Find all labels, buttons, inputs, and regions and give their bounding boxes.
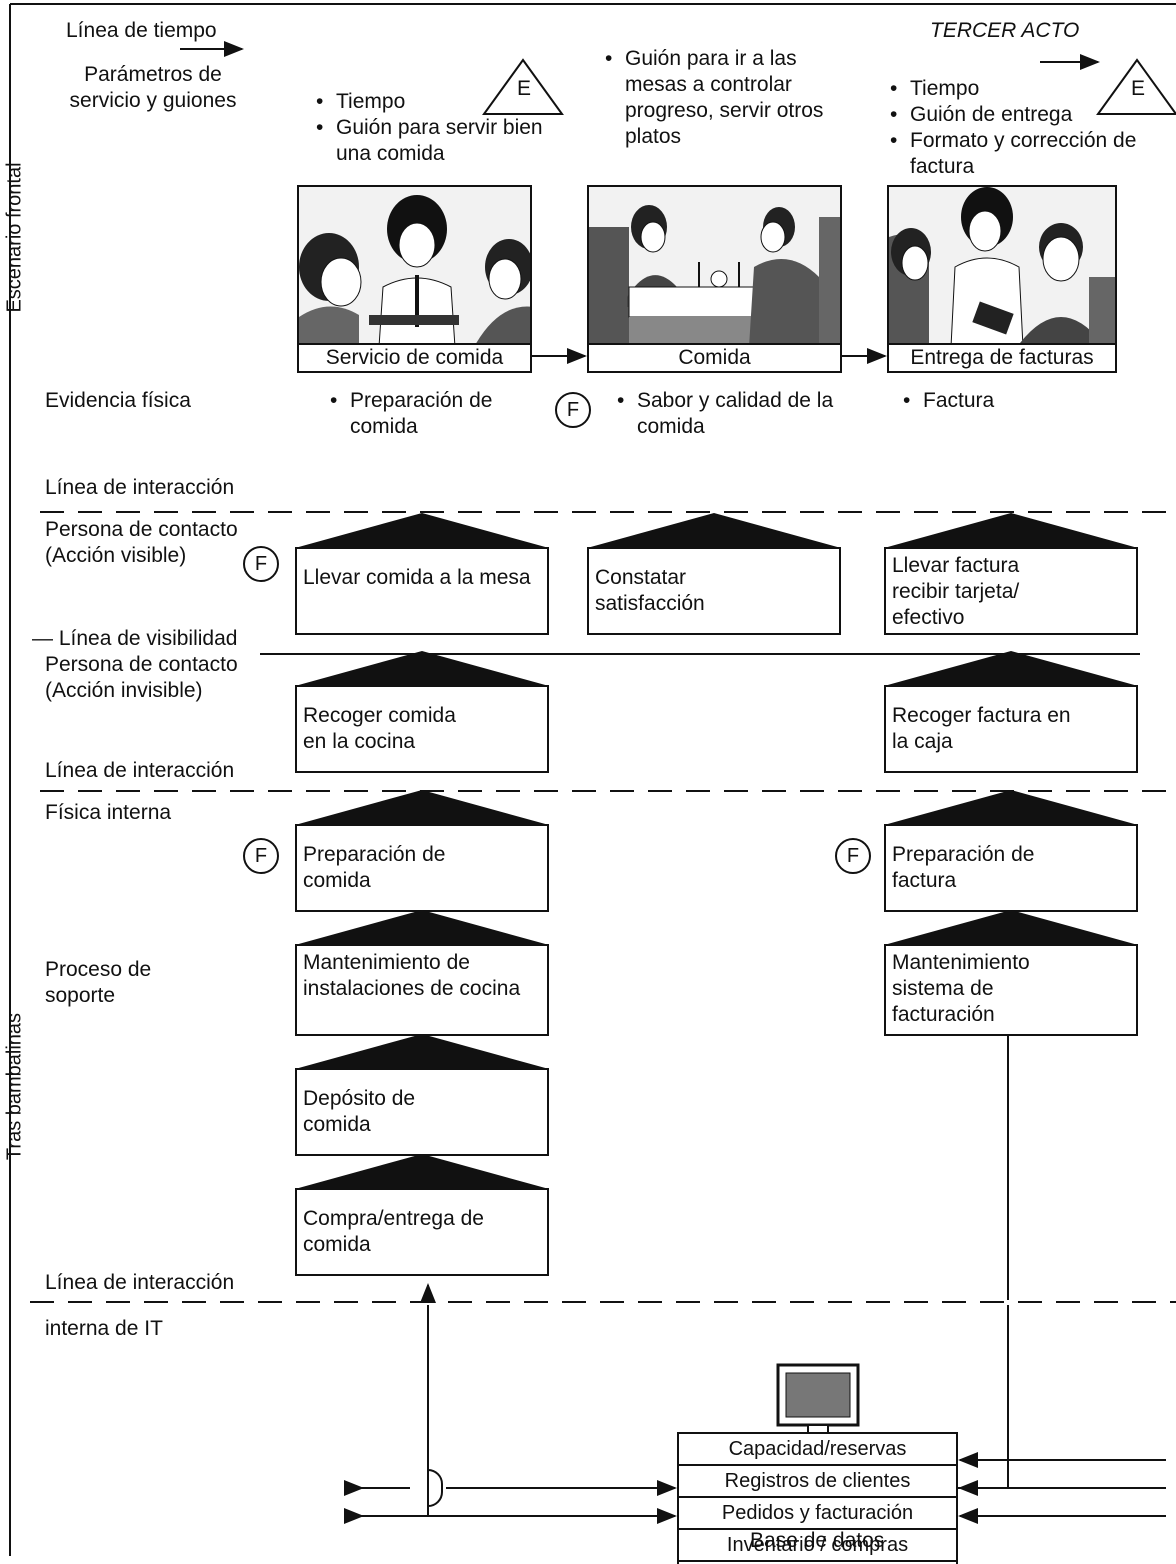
- roof-shape: [295, 790, 549, 825]
- database-row: Capacidad/reservas: [679, 1434, 956, 1466]
- it-internal-label: interna de IT: [45, 1317, 163, 1340]
- roof-shape: [295, 1154, 549, 1189]
- param-item: Tiempo: [890, 76, 1150, 102]
- interaction-line-label: Línea de interacción: [45, 1271, 235, 1294]
- box-food-storage: Depósito de comida: [295, 1068, 549, 1156]
- roof-shape: [295, 513, 549, 548]
- f-marker: F: [243, 838, 279, 874]
- database-label: Base de datos: [750, 1529, 885, 1552]
- box-billing-maintenance: Mantenimiento sistema de facturación: [884, 944, 1138, 1036]
- evidence-text: Sabor y calidad de la comida: [617, 388, 837, 440]
- database-row: Registros de clientes: [679, 1466, 956, 1498]
- f-marker: F: [835, 838, 871, 874]
- contact-invisible-label: Persona de contacto (Acción invisible): [45, 653, 238, 702]
- param-item: Guión para servir bien una comida: [316, 115, 546, 167]
- stage-meal: Comida: [587, 343, 842, 373]
- database-row: Pedidos y facturación: [679, 1498, 956, 1530]
- params-col-2: Guión para ir a las mesas a controlar pr…: [605, 46, 830, 150]
- timeline-label: Línea de tiempo: [66, 19, 217, 42]
- box-prepare-bill: Preparación de factura: [884, 824, 1138, 912]
- roof-shape: [884, 651, 1138, 686]
- params-col-3: Tiempo Guión de entrega Formato y correc…: [890, 76, 1150, 180]
- param-item: Formato y corrección de factura: [890, 128, 1150, 180]
- box-prepare-food: Preparación de comida: [295, 824, 549, 912]
- evidence-text: Preparación de comida: [330, 388, 530, 440]
- contact-visible-label: Persona de contacto (Acción visible): [45, 518, 238, 567]
- box-pickup-food: Recoger comida en la cocina: [295, 685, 549, 773]
- roof-shape: [295, 1034, 549, 1069]
- stage-billing: Entrega de facturas: [887, 343, 1117, 373]
- roof-shape: [295, 910, 549, 945]
- act-label: TERCER ACTO: [930, 19, 1080, 42]
- param-item: Guión de entrega: [890, 102, 1150, 128]
- param-item: Guión para ir a las mesas a controlar pr…: [605, 46, 830, 150]
- stage-serving: Servicio de comida: [297, 343, 532, 373]
- scene-image-serving: [297, 185, 532, 345]
- evidence-item-2: Sabor y calidad de la comida: [617, 388, 837, 440]
- internal-physical-label: Física interna: [45, 801, 172, 824]
- roof-shape: [884, 513, 1138, 548]
- box-food-purchase: Compra/entrega de comida: [295, 1188, 549, 1276]
- evidence-item-3: Factura: [903, 388, 1103, 414]
- front-stage-label: Escenario frontal: [3, 162, 26, 313]
- f-marker: F: [555, 392, 591, 428]
- roof-shape: [884, 790, 1138, 825]
- box-pickup-bill: Recoger factura en la caja: [884, 685, 1138, 773]
- interaction-line-label: Línea de interacción: [45, 759, 235, 782]
- evidence-label: Evidencia física: [45, 389, 191, 412]
- box-kitchen-maintenance: Mantenimiento de instalaciones de cocina: [295, 944, 549, 1036]
- support-process-label: Proceso de soporte: [45, 958, 152, 1007]
- params-col-1: Tiempo Guión para servir bien una comida: [316, 89, 546, 167]
- box-check-satisfaction: Constatar satisfacción: [587, 547, 841, 635]
- backstage-label: Tras bambalinas: [3, 1012, 26, 1161]
- scene-image-meal: [587, 185, 842, 345]
- params-label: Parámetros de servicio y guiones: [69, 63, 237, 112]
- box-carry-bill: Llevar factura recibir tarjeta/ efectivo: [884, 547, 1138, 635]
- box-carry-food: Llevar comida a la mesa: [295, 547, 549, 635]
- scene-image-billing: [887, 185, 1117, 345]
- f-marker: F: [243, 546, 279, 582]
- param-item: Tiempo: [316, 89, 546, 115]
- roof-shape: [295, 651, 549, 686]
- evidence-text: Factura: [903, 388, 1103, 414]
- evidence-item-1: Preparación de comida: [330, 388, 530, 440]
- roof-shape: [587, 513, 841, 548]
- visibility-line-label: — Línea de visibilidad: [32, 627, 238, 650]
- roof-shape: [884, 910, 1138, 945]
- interaction-line-label: Línea de interacción: [45, 476, 235, 499]
